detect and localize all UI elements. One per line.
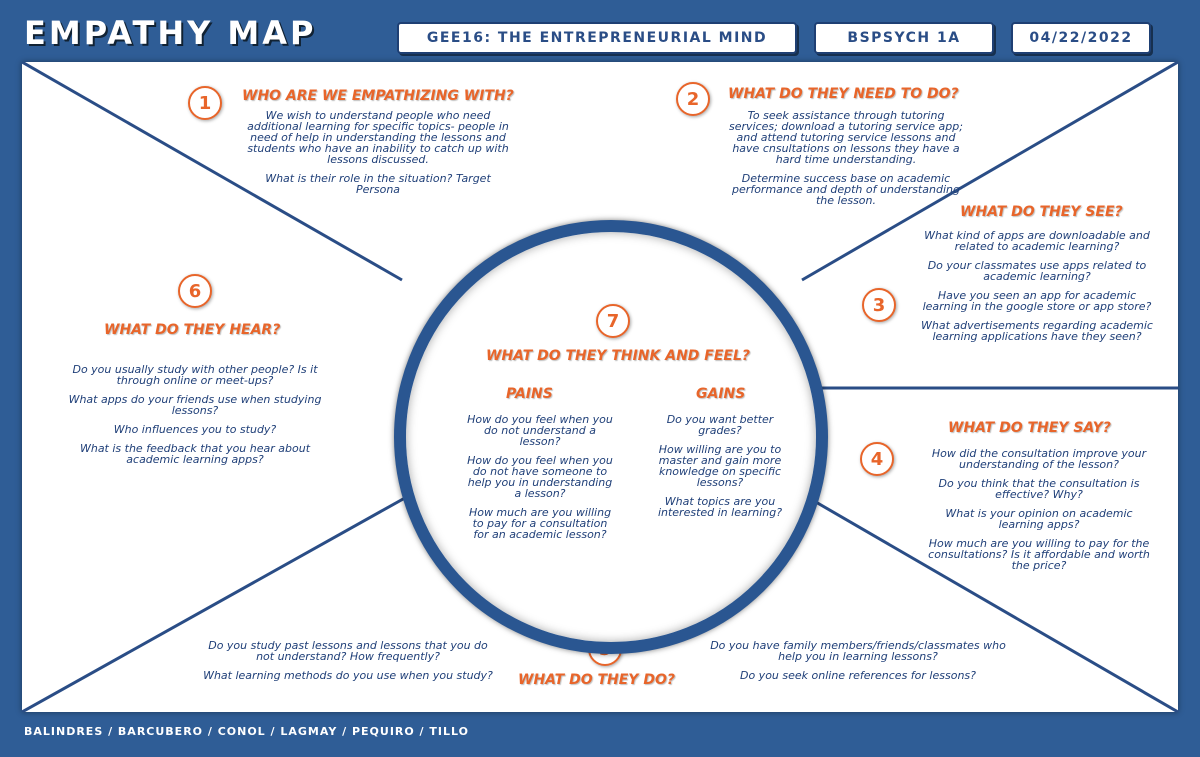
section-6-line: Who influences you to study?	[113, 423, 277, 436]
section-4-line: What is your opinion on academic learnin…	[945, 507, 1133, 531]
section-7-number: 7	[596, 304, 630, 338]
section-7-heading: WHAT DO THEY THINK AND FEEL?	[486, 348, 751, 364]
section-1-heading: WHO ARE WE EMPATHIZING WITH?	[242, 88, 514, 104]
section-4-line: How did the consultation improve your un…	[931, 447, 1147, 471]
section-6-line: What apps do your friends use when study…	[68, 393, 322, 417]
section-3-line: What advertisements regarding academic l…	[921, 319, 1153, 343]
section-5-left-text: Do you study past lessons and lessons th…	[198, 640, 498, 689]
section-2-number: 2	[676, 82, 710, 116]
team-members-footer: BALINDRES / BARCUBERO / CONOL / LAGMAY /…	[24, 725, 469, 738]
section-5-line: Do you seek online references for lesson…	[739, 669, 976, 682]
section-4-text: How did the consultation improve your un…	[926, 448, 1152, 579]
section-5-line: What learning methods do you use when yo…	[203, 669, 493, 682]
section-1-text: We wish to understand people who need ad…	[246, 110, 510, 203]
section-2-line: Determine success base on academic perfo…	[732, 172, 960, 207]
pains-item: How do you feel when you do not understa…	[467, 413, 613, 448]
section-badge: BSPSYCH 1A	[814, 22, 994, 54]
section-6-line: What is the feedback that you hear about…	[79, 442, 311, 466]
date-badge: 04/22/2022	[1011, 22, 1151, 54]
gains-label: GAINS	[696, 386, 746, 402]
think-feel-circle: 7 WHAT DO THEY THINK AND FEEL? PAINS GAI…	[394, 220, 828, 654]
pains-item: How much are you willing to pay for a co…	[468, 506, 612, 541]
section-6-line: Do you usually study with other people? …	[72, 363, 318, 387]
pains-list: How do you feel when you do not understa…	[466, 414, 614, 548]
section-4-line: How much are you willing to pay for the …	[928, 537, 1150, 572]
section-6-number: 6	[178, 274, 212, 308]
section-6-text: Do you usually study with other people? …	[64, 364, 326, 473]
pains-item: How do you feel when you do not have som…	[467, 454, 613, 500]
section-3-heading: WHAT DO THEY SEE?	[960, 204, 1123, 220]
section-1-line: What is their role in the situation? Tar…	[265, 172, 491, 196]
section-3-line: Have you seen an app for academic learni…	[922, 289, 1152, 313]
section-5-right-text: Do you have family members/friends/class…	[708, 640, 1008, 689]
section-2-heading: WHAT DO THEY NEED TO DO?	[728, 86, 959, 102]
header-bar: EMPATHY MAP GEE16: THE ENTREPRENEURIAL M…	[0, 0, 1200, 64]
section-2-line: To seek assistance through tutoring serv…	[729, 109, 963, 166]
divider-lines	[22, 62, 1178, 712]
section-4-line: Do you think that the consultation is ef…	[938, 477, 1140, 501]
section-2-text: To seek assistance through tutoring serv…	[724, 110, 968, 214]
course-badge: GEE16: THE ENTREPRENEURIAL MIND	[397, 22, 797, 54]
section-3-line: Do your classmates use apps related to a…	[927, 259, 1147, 283]
pains-label: PAINS	[506, 386, 553, 402]
empathy-map-board: 1 WHO ARE WE EMPATHIZING WITH? We wish t…	[22, 62, 1178, 712]
gains-list: Do you want better grades? How willing a…	[646, 414, 794, 526]
section-4-heading: WHAT DO THEY SAY?	[948, 420, 1111, 436]
section-5-line: Do you study past lessons and lessons th…	[208, 639, 488, 663]
gains-item: What topics are you interested in learni…	[657, 495, 783, 519]
section-1-line: We wish to understand people who need ad…	[247, 109, 509, 166]
section-3-number: 3	[862, 288, 896, 322]
section-5-heading: WHAT DO THEY DO?	[518, 672, 675, 688]
gains-item: How willing are you to master and gain m…	[658, 443, 782, 489]
section-3-text: What kind of apps are downloadable and r…	[916, 230, 1158, 350]
section-3-line: What kind of apps are downloadable and r…	[924, 229, 1150, 253]
section-1-number: 1	[188, 86, 222, 120]
gains-item: Do you want better grades?	[666, 413, 774, 437]
section-6-heading: WHAT DO THEY HEAR?	[104, 322, 281, 338]
section-5-line: Do you have family members/friends/class…	[710, 639, 1006, 663]
page-title: EMPATHY MAP	[24, 14, 317, 52]
section-4-number: 4	[860, 442, 894, 476]
